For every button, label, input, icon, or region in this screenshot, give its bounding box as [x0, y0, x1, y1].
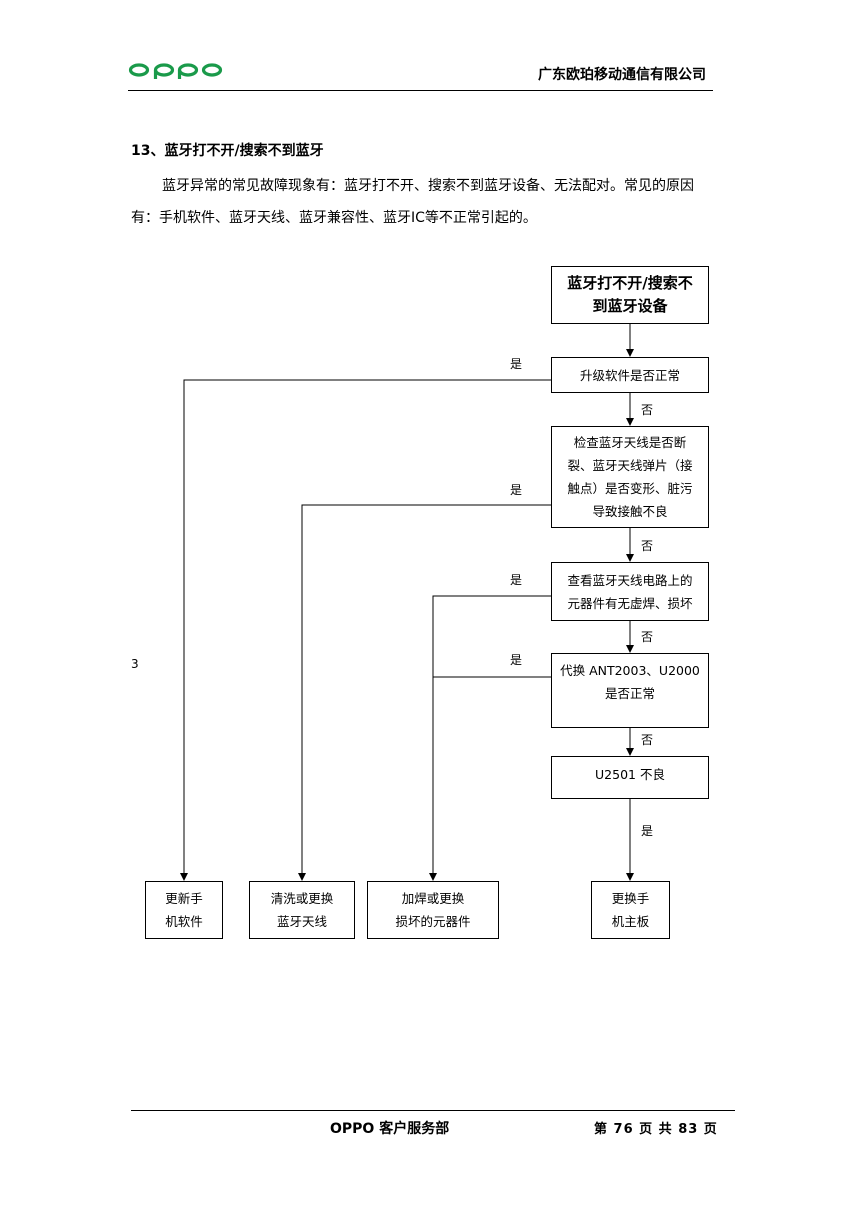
margin-number: 3 [131, 657, 139, 671]
intro-line-1: 蓝牙异常的常见故障现象有：蓝牙打不开、搜索不到蓝牙设备、无法配对。常见的原因 [162, 178, 694, 194]
label-no-3: 否 [641, 630, 654, 644]
outcome-replace-antenna: 清洗或更换蓝牙天线 [249, 881, 355, 939]
label-yes-5: 是 [641, 824, 654, 838]
label-no-2: 否 [641, 539, 654, 553]
flow-step-check-antenna: 检查蓝牙天线是否断裂、蓝牙天线弹片（接 触点）是否变形、脏污导致接触不良 [551, 426, 709, 528]
label-no-1: 否 [641, 403, 654, 417]
intro-line-2: 有：手机软件、蓝牙天线、蓝牙兼容性、蓝牙IC等不正常引起的。 [131, 210, 537, 226]
header-rule [128, 90, 713, 91]
label-yes-2: 是 [510, 483, 523, 497]
company-name: 广东欧珀移动通信有限公司 [538, 67, 706, 83]
outcome-resolder-components: 加焊或更换损坏的元器件 [367, 881, 499, 939]
outcome-update-software: 更新手机软件 [145, 881, 223, 939]
flow-start-box: 蓝牙打不开/搜索不到蓝牙设备 [551, 266, 709, 324]
flow-step-upgrade-software: 升级软件是否正常 [551, 357, 709, 393]
footer-rule [131, 1110, 735, 1111]
footer-page-number: 第 76 页 共 83 页 [594, 1122, 718, 1137]
footer-department: OPPO 客户服务部 [330, 1121, 450, 1137]
label-yes-4: 是 [510, 653, 523, 667]
section-title: 13、蓝牙打不开/搜索不到蓝牙 [131, 143, 324, 159]
flow-step-check-components: 查看蓝牙天线电路上的元器件有无虚焊、损坏 [551, 562, 709, 621]
outcome-replace-mainboard: 更换手机主板 [591, 881, 670, 939]
label-no-4: 否 [641, 733, 654, 747]
label-yes-1: 是 [510, 357, 523, 371]
oppo-logo [128, 58, 224, 86]
label-yes-3: 是 [510, 573, 523, 587]
flow-step-u2501: U2501 不良 [551, 756, 709, 799]
